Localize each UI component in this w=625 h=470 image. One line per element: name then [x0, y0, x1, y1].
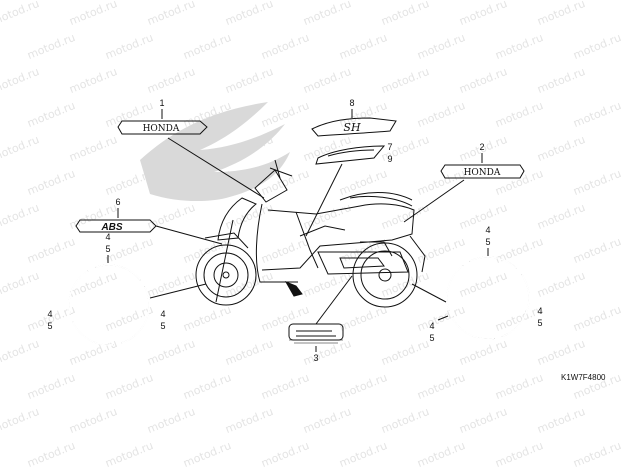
callout-front-ring-right-5: 5: [160, 321, 165, 331]
part-2-decal-text: HONDA: [464, 168, 501, 178]
callout-8: 8: [349, 98, 354, 108]
callout-front-ring-left-5: 5: [47, 321, 52, 331]
part-3-plate-emblem: [288, 323, 344, 344]
callout-rear-ring-right-5: 5: [537, 318, 542, 328]
part-6-decal-text: ABS: [100, 222, 122, 233]
callout-rear-ring-right-4: 4: [537, 306, 542, 316]
callout-front-ring-top-4: 4: [105, 232, 110, 242]
callout-7: 7: [387, 142, 392, 152]
callout-front-ring-top-5: 5: [105, 244, 110, 254]
callout-rear-ring-top-4: 4: [485, 225, 490, 235]
scooter-illustration: [195, 159, 426, 308]
callout-front-ring-right-4: 4: [160, 309, 165, 319]
diagram-code: K1W7F4800: [561, 373, 606, 382]
rear-wheel-stripe-ring: [446, 256, 530, 340]
part-8-sh-emblem: SH: [311, 117, 397, 137]
callout-rear-ring-left-5: 5: [429, 333, 434, 343]
part-1-honda-decal: HONDA: [117, 120, 208, 135]
honda-wing-emblem: [140, 102, 290, 202]
part-8-emblem-text: SH: [343, 121, 361, 134]
callout-rear-ring-top-5: 5: [485, 237, 490, 247]
callout-9: 9: [387, 154, 392, 164]
part-6-abs-decal: ABS: [75, 219, 157, 233]
part-7-9-side-emblem: [315, 145, 386, 165]
front-wheel-stripe-ring: [68, 264, 150, 346]
callout-2: 2: [479, 142, 484, 152]
part-2-honda-decal: HONDA: [440, 164, 525, 179]
callout-rear-ring-left-4: 4: [429, 321, 434, 331]
callout-3: 3: [313, 353, 318, 363]
callout-6: 6: [115, 197, 120, 207]
callout-front-ring-left-4: 4: [47, 309, 52, 319]
part-1-decal-text: HONDA: [143, 124, 180, 134]
callout-1: 1: [159, 98, 164, 108]
